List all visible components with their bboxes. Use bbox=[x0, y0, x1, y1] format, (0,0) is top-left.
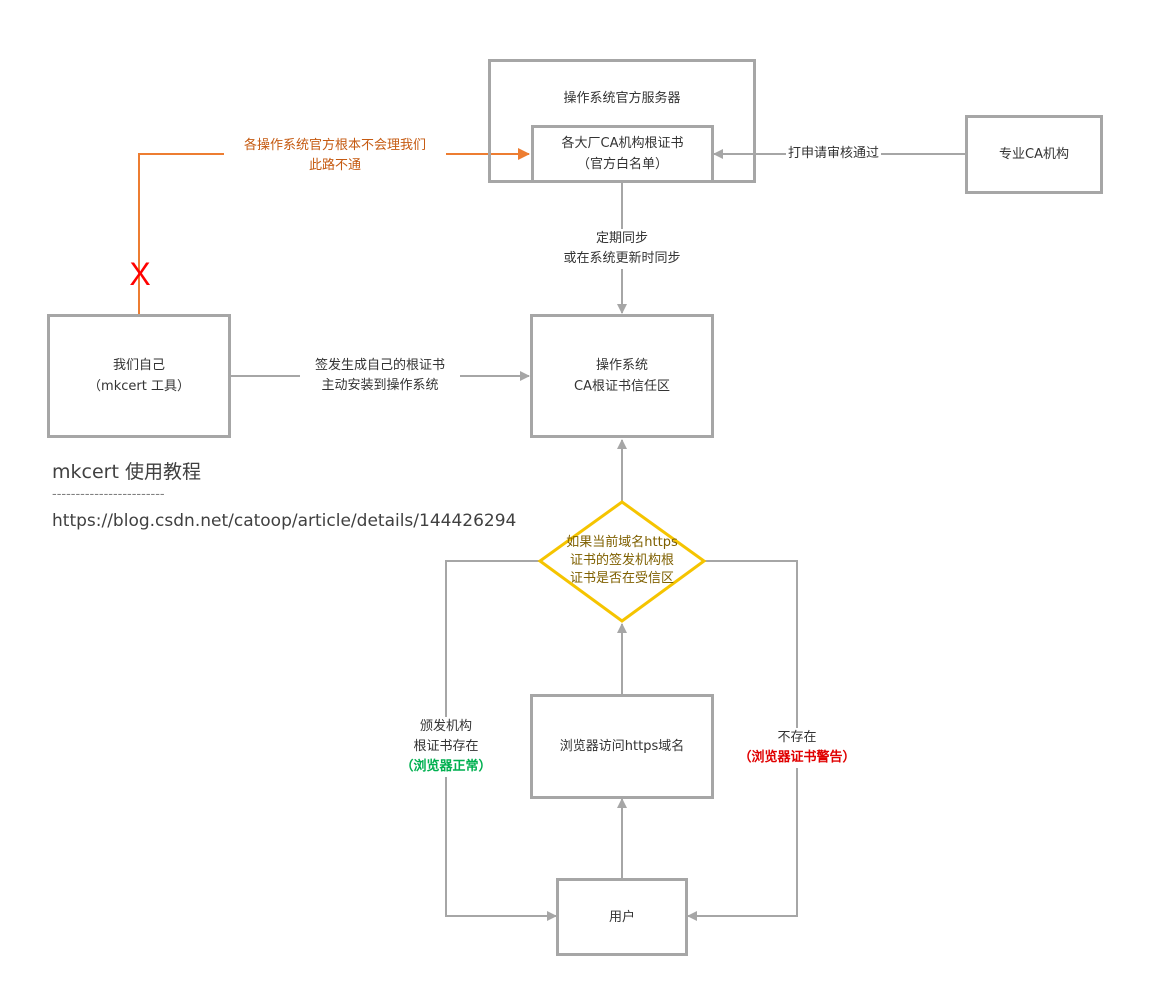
os-trust-zone-line2: CA根证书信任区 bbox=[574, 379, 670, 394]
edge-label-sync-line2: 或在系统更新时同步 bbox=[563, 251, 681, 266]
professional-ca-label: 专业CA机构 bbox=[999, 147, 1069, 162]
edge-label-self-sign-line1: 签发生成自己的根证书 bbox=[314, 358, 445, 373]
blocked-cross-mark: X bbox=[129, 256, 151, 292]
edge-label-audit-pass: 打申请审核通过 bbox=[786, 144, 882, 164]
tutorial-url[interactable]: https://blog.csdn.net/catoop/article/det… bbox=[52, 511, 517, 531]
edge-label-not-exists: 不存在 （浏览器证书警告） bbox=[730, 728, 864, 768]
edge-label-self-sign-line2: 主动安装到操作系统 bbox=[321, 378, 439, 393]
edge-label-not-exists-line2: （浏览器证书警告） bbox=[738, 750, 856, 765]
edge-label-no-way-line1: 各操作系统官方根本不会理我们 bbox=[243, 138, 426, 153]
decision-text: 如果当前域名https 证书的签发机构根 证书是否在受信区 bbox=[546, 534, 698, 588]
edge-ourselves-to-whitelist-blocked bbox=[138, 148, 530, 314]
edge-label-sync: 定期同步 或在系统更新时同步 bbox=[548, 229, 696, 269]
edge-label-no-way-line2: 此路不通 bbox=[308, 158, 361, 173]
edge-label-exists-line3: （浏览器正常） bbox=[400, 759, 492, 774]
browser-node: 浏览器访问https域名 bbox=[530, 694, 714, 799]
edge-label-no-way: 各操作系统官方根本不会理我们 此路不通 bbox=[224, 136, 446, 176]
edge-label-not-exists-line1: 不存在 bbox=[777, 730, 817, 745]
root-cert-whitelist-line1: 各大厂CA机构根证书 bbox=[561, 136, 684, 151]
root-cert-whitelist-node: 各大厂CA机构根证书 （官方白名单） bbox=[531, 125, 714, 183]
os-official-server-label: 操作系统官方服务器 bbox=[563, 91, 681, 106]
tutorial-title: mkcert 使用教程 bbox=[52, 461, 201, 483]
edge-label-self-sign: 签发生成自己的根证书 主动安装到操作系统 bbox=[300, 356, 460, 396]
root-cert-whitelist-line2: （官方白名单） bbox=[576, 157, 668, 172]
decision-diamond bbox=[537, 500, 707, 623]
decision-line3: 证书是否在受信区 bbox=[569, 571, 674, 586]
edge-label-exists: 颁发机构 根证书存在 （浏览器正常） bbox=[392, 717, 500, 777]
os-trust-zone-node: 操作系统 CA根证书信任区 bbox=[530, 314, 714, 438]
edge-label-sync-line1: 定期同步 bbox=[595, 231, 648, 246]
ourselves-line1: 我们自己 bbox=[112, 358, 165, 373]
tutorial-divider: ------------------------ bbox=[52, 487, 165, 502]
ourselves-node: 我们自己 （mkcert 工具） bbox=[47, 314, 231, 438]
user-label: 用户 bbox=[608, 909, 635, 925]
user-node: 用户 bbox=[556, 878, 688, 956]
os-trust-zone-line1: 操作系统 bbox=[595, 358, 648, 373]
edge-label-exists-line2: 根证书存在 bbox=[413, 739, 479, 754]
professional-ca-node: 专业CA机构 bbox=[965, 115, 1103, 194]
decision-line1: 如果当前域名https bbox=[566, 535, 678, 550]
browser-label: 浏览器访问https域名 bbox=[559, 739, 685, 754]
edge-label-exists-line1: 颁发机构 bbox=[419, 719, 472, 734]
ourselves-line2: （mkcert 工具） bbox=[88, 379, 190, 394]
decision-line2: 证书的签发机构根 bbox=[569, 553, 674, 568]
